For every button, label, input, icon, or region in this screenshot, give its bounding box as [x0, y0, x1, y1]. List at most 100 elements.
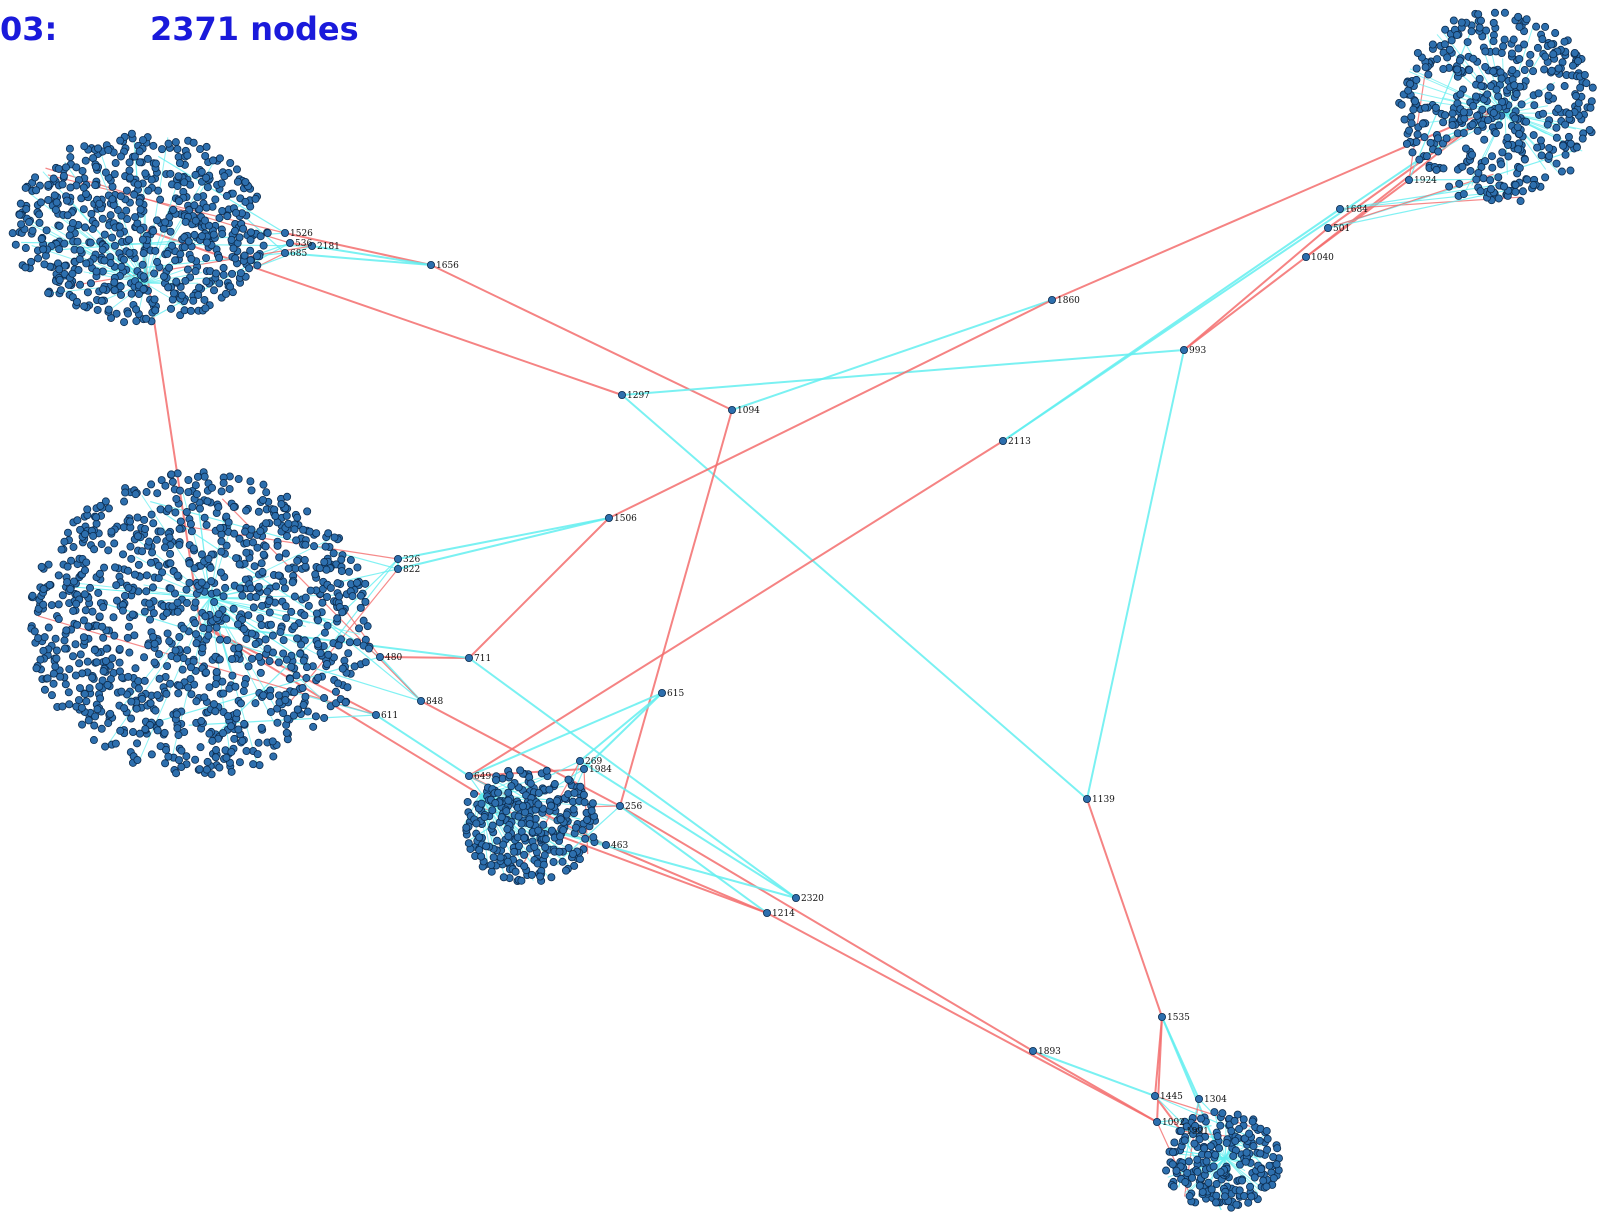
node: [559, 826, 568, 835]
node-1893[interactable]: 1893: [1029, 1047, 1061, 1057]
node-536[interactable]: 536: [285, 238, 312, 249]
node: [132, 305, 141, 314]
node-848[interactable]: 848: [416, 697, 443, 707]
node: [1554, 104, 1563, 113]
node-1924[interactable]: 1924: [1405, 175, 1437, 186]
node: [172, 710, 181, 719]
node-dot: [1324, 223, 1333, 232]
node-822[interactable]: 822: [393, 565, 420, 575]
node: [1477, 16, 1486, 25]
node-711[interactable]: 711: [464, 654, 491, 664]
node: [1424, 70, 1433, 79]
node: [223, 212, 232, 221]
node-256[interactable]: 256: [616, 802, 642, 812]
node: [80, 302, 89, 311]
node-1092[interactable]: 1092: [1153, 1118, 1185, 1128]
node: [251, 699, 260, 708]
node: [1184, 1157, 1193, 1166]
node-1684[interactable]: 1684: [1336, 204, 1368, 215]
node: [163, 249, 172, 258]
node: [493, 836, 502, 845]
node: [100, 563, 109, 572]
node: [34, 254, 43, 263]
node-649[interactable]: 649: [464, 772, 491, 782]
node-326[interactable]: 326: [393, 555, 420, 565]
node-463[interactable]: 463: [602, 841, 628, 851]
node: [1195, 1181, 1204, 1190]
node-615[interactable]: 615: [658, 689, 684, 699]
node: [475, 833, 484, 842]
node-1506[interactable]: 1506: [605, 514, 637, 524]
node-1656[interactable]: 1656: [426, 260, 459, 271]
node-1139[interactable]: 1139: [1083, 795, 1115, 805]
node: [350, 662, 359, 671]
node-1214[interactable]: 1214: [763, 909, 795, 919]
node-1526[interactable]: 1526: [280, 228, 313, 239]
node-label: 1040: [1311, 253, 1334, 263]
edge: [1086, 798, 1163, 1018]
node-2113[interactable]: 2113: [999, 436, 1031, 447]
node-2320[interactable]: 2320: [792, 894, 824, 904]
node: [49, 174, 58, 183]
node-2181[interactable]: 2181: [307, 241, 340, 252]
node-1445[interactable]: 1445: [1151, 1092, 1183, 1102]
node: [1428, 40, 1437, 49]
node: [130, 152, 139, 161]
edge: [619, 805, 768, 914]
node-label: 2181: [317, 242, 340, 252]
node: [101, 656, 110, 665]
node-1535[interactable]: 1535: [1158, 1013, 1190, 1023]
node: [116, 229, 125, 238]
node: [144, 641, 153, 650]
node: [266, 692, 275, 701]
node: [1552, 159, 1561, 168]
node: [282, 532, 291, 541]
node: [91, 181, 100, 190]
node: [253, 261, 262, 270]
node: [227, 747, 236, 756]
node-1991[interactable]: 1991: [1177, 1127, 1209, 1137]
node: [1503, 141, 1512, 150]
node: [290, 592, 299, 601]
node: [1499, 42, 1508, 51]
node: [140, 515, 149, 524]
edge: [468, 692, 663, 777]
node-dot: [605, 514, 614, 523]
node: [187, 254, 196, 263]
node: [1227, 1126, 1236, 1135]
node: [262, 519, 271, 528]
node-1040[interactable]: 1040: [1302, 252, 1334, 263]
node: [534, 788, 543, 797]
node-1860[interactable]: 1860: [1048, 295, 1080, 306]
node-480[interactable]: 480: [375, 653, 402, 663]
node: [282, 728, 291, 737]
node: [98, 214, 107, 223]
node: [47, 691, 56, 700]
node-1984[interactable]: 1984: [580, 765, 612, 775]
node-611[interactable]: 611: [371, 711, 398, 721]
node-501[interactable]: 501: [1324, 223, 1350, 234]
node: [316, 649, 325, 658]
node: [110, 286, 119, 295]
node: [265, 608, 274, 617]
node: [117, 290, 126, 299]
node: [583, 815, 592, 824]
node-1304[interactable]: 1304: [1195, 1095, 1227, 1105]
node: [1582, 79, 1591, 88]
node: [274, 571, 283, 580]
node: [130, 190, 139, 199]
node-1094[interactable]: 1094: [728, 405, 760, 416]
cluster-b: [27, 468, 422, 779]
node-269[interactable]: 269: [576, 757, 602, 767]
node-685[interactable]: 685: [280, 248, 307, 259]
node: [169, 205, 178, 214]
node: [290, 622, 299, 631]
node: [1422, 152, 1431, 161]
node: [202, 765, 211, 774]
node-993[interactable]: 993: [1180, 345, 1206, 356]
node: [345, 567, 354, 576]
node-label: 822: [403, 565, 420, 575]
node: [27, 257, 36, 266]
node-1297[interactable]: 1297: [618, 390, 650, 401]
node: [31, 173, 40, 182]
